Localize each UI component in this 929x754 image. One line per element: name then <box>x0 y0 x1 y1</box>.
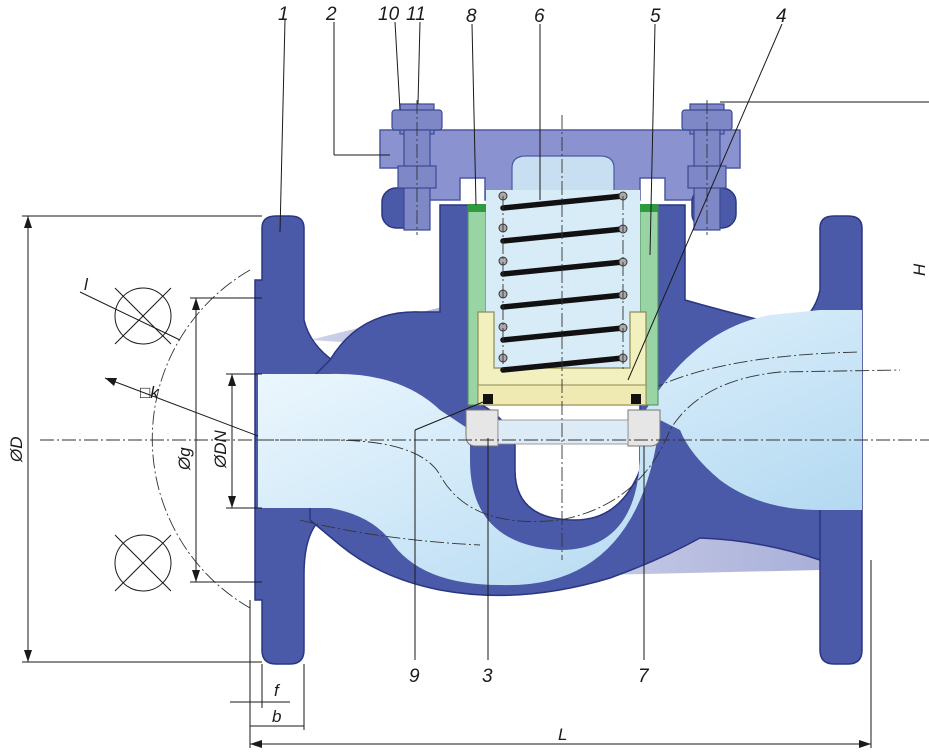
part-label-8: 8 <box>466 6 477 27</box>
dim-label-H: H <box>910 263 929 276</box>
leader-5 <box>649 23 656 256</box>
bonnet-cavity <box>511 155 615 193</box>
flow-passage <box>258 310 862 586</box>
dim-label-b: b <box>272 707 281 726</box>
dim-D-arrow-bottom <box>24 650 32 662</box>
dim-g-arrow-bottom <box>192 570 200 582</box>
flow-centreline-upper <box>649 351 861 391</box>
part-label-10: 10 <box>378 4 400 25</box>
lining-seal-left <box>468 204 486 212</box>
part-label-3: 3 <box>482 666 493 687</box>
bolt-left <box>391 100 443 235</box>
dim-L-arrow-left <box>250 740 262 748</box>
seal-ring-right <box>631 394 641 404</box>
dim-g-arrow-top <box>192 298 200 310</box>
part-label-5: 5 <box>650 6 661 27</box>
bolt-circle <box>151 269 251 609</box>
part-label-2: 2 <box>325 4 337 25</box>
bolt-hole-upper <box>114 287 172 345</box>
lining-seal-right <box>640 204 658 212</box>
dim-l-leader <box>79 291 181 341</box>
leader-9 <box>414 399 489 431</box>
flow-centreline-lower <box>299 519 481 546</box>
leader-11 <box>417 21 421 105</box>
part-label-11: 11 <box>406 4 426 25</box>
dim-D-arrow-top <box>24 216 32 228</box>
bolt-right <box>681 100 733 235</box>
part-label-1: 1 <box>278 4 289 25</box>
dim-label-f: f <box>274 681 281 700</box>
dim-label-l: l <box>84 275 89 294</box>
dim-label-L: L <box>558 725 567 744</box>
dim-k-arrow <box>105 378 117 386</box>
dim-label-D: ØD <box>7 437 26 464</box>
seat-ring-right <box>627 409 661 447</box>
bolt-hole-lower <box>114 534 172 592</box>
seat-ring-left <box>465 409 499 447</box>
part-label-4: 4 <box>776 6 787 27</box>
dim-DN-arrow-top <box>228 374 236 386</box>
dim-label-g: Øg <box>175 447 194 471</box>
part-label-9: 9 <box>409 666 420 687</box>
dim-k-leader <box>104 377 259 437</box>
leader-4 <box>627 23 783 381</box>
dim-DN-arrow-bottom <box>228 496 236 508</box>
dim-label-DN: ØDN <box>211 430 230 470</box>
leader-1 <box>279 19 286 233</box>
dim-label-k: □k <box>140 383 160 402</box>
flow-centreline <box>258 369 901 522</box>
part-label-7: 7 <box>638 666 650 687</box>
spring <box>498 191 628 373</box>
seal-ring-left <box>483 394 493 404</box>
part-label-6: 6 <box>534 6 545 27</box>
dim-L-arrow-right <box>859 740 871 748</box>
leader-10 <box>394 21 401 111</box>
leader-8 <box>471 23 477 206</box>
